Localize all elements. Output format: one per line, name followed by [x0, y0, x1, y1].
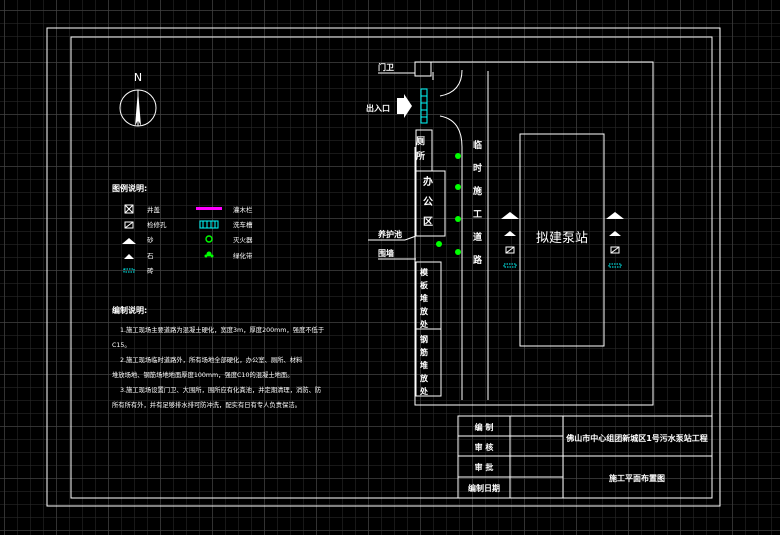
road-label: 临时施工道路: [471, 139, 482, 278]
legend-label-car-wash: 洗车槽: [233, 220, 253, 229]
toilet-label: 厕所: [414, 136, 425, 166]
entrance-arrow-icon: [397, 94, 412, 118]
car-wash-icon: [199, 220, 219, 229]
project-name: 佛山市中心组团新城区1号污水泵站工程: [565, 433, 708, 443]
title-block: [457, 415, 713, 499]
inspection-hole-icon: [124, 221, 134, 229]
rebar-yard: [415, 328, 442, 397]
fence-line-icon: [196, 207, 222, 210]
notes-line-1: 1.施工现场主要道路为混凝土硬化，宽度3m，厚度200mm，强度不低于: [120, 325, 324, 334]
entrance-label: 出入口: [366, 103, 390, 113]
gate-curve-bottom: [439, 115, 463, 400]
greenbelt-icon: [204, 251, 214, 258]
title-row-date: 编制日期: [468, 483, 500, 493]
notes-title: 编制说明:: [112, 305, 147, 315]
guard-house: [414, 61, 432, 77]
legend-label-greenbelt: 绿化带: [233, 251, 253, 260]
pump-station-label: 拟建泵站: [536, 231, 588, 246]
outer-frame: [46, 27, 721, 507]
notes-line-5: 3.施工现场设置门卫、大围所，围所应有化粪池，并定期清理，消防、防: [120, 385, 321, 394]
guard-label: 门卫: [378, 62, 394, 72]
title-row-reviewed: 审 核: [475, 442, 494, 452]
site-boundary: [414, 61, 654, 406]
extinguisher-markers: [436, 153, 461, 255]
extinguisher-icon: [205, 235, 213, 243]
notes-line-2: C15。: [112, 342, 131, 349]
stone-pile-right: [609, 231, 621, 236]
curing-pool-leader-tail: [404, 235, 417, 241]
inspection-hole-right: [610, 246, 620, 254]
legend-label-manhole: 井盖: [147, 205, 161, 214]
sand-pile-icon: [122, 238, 136, 244]
legend-label-brick: 砖: [147, 266, 154, 275]
brick-left: [503, 263, 517, 268]
stone-pile-icon: [124, 254, 134, 259]
car-wash-entrance: [420, 88, 428, 124]
legend-label-extinguisher: 灭火器: [233, 236, 253, 244]
title-row-compiled: 编 制: [475, 422, 494, 432]
office-building: [415, 170, 446, 237]
pump-station-building: [519, 133, 605, 347]
stone-pile-left: [504, 231, 516, 236]
title-row-approved: 审 批: [475, 462, 494, 472]
legend-label-fence-line: 灌木栏: [233, 205, 253, 214]
notes-line-6: 所有所有外，并有足够排水排可防冲洗，配实有日有专人负责保洁。: [112, 400, 301, 409]
rebar-yard-label: 钢筋堆放处: [419, 334, 429, 400]
gate-curve-top: [432, 69, 463, 97]
manhole-icon: [124, 204, 134, 214]
sand-pile-right: [606, 212, 624, 219]
office-label: 办公区: [421, 175, 433, 236]
sand-pile-left: [501, 212, 519, 219]
curing-pool-label: 养护池: [377, 229, 402, 239]
brick-right: [608, 263, 622, 268]
legend-title: 图例说明:: [112, 183, 147, 193]
brick-icon: [123, 268, 135, 273]
formwork-yard-label: 模板堆放处: [419, 267, 429, 333]
wall-label: 围墙: [378, 248, 394, 258]
legend-label-inspection-hole: 检修孔: [147, 220, 167, 229]
north-arrow-icon: [119, 89, 157, 127]
notes-line-4: 堆放场地、钢筋场地地面厚度100mm，强度C10的混凝土地面。: [112, 370, 294, 379]
legend-label-stone: 石: [147, 252, 154, 260]
drawing-name: 施工平面布置图: [609, 473, 665, 483]
legend-label-sand: 砂: [147, 235, 154, 244]
svg-text:临时施工道路: 临时施工道路: [471, 139, 482, 278]
inspection-hole-left: [505, 246, 515, 254]
notes-line-3: 2.施工现场临时道路外，所有场地全部硬化，办公室、厕所、材料: [120, 355, 303, 364]
north-label: N: [134, 71, 142, 84]
inner-frame: [70, 36, 713, 499]
